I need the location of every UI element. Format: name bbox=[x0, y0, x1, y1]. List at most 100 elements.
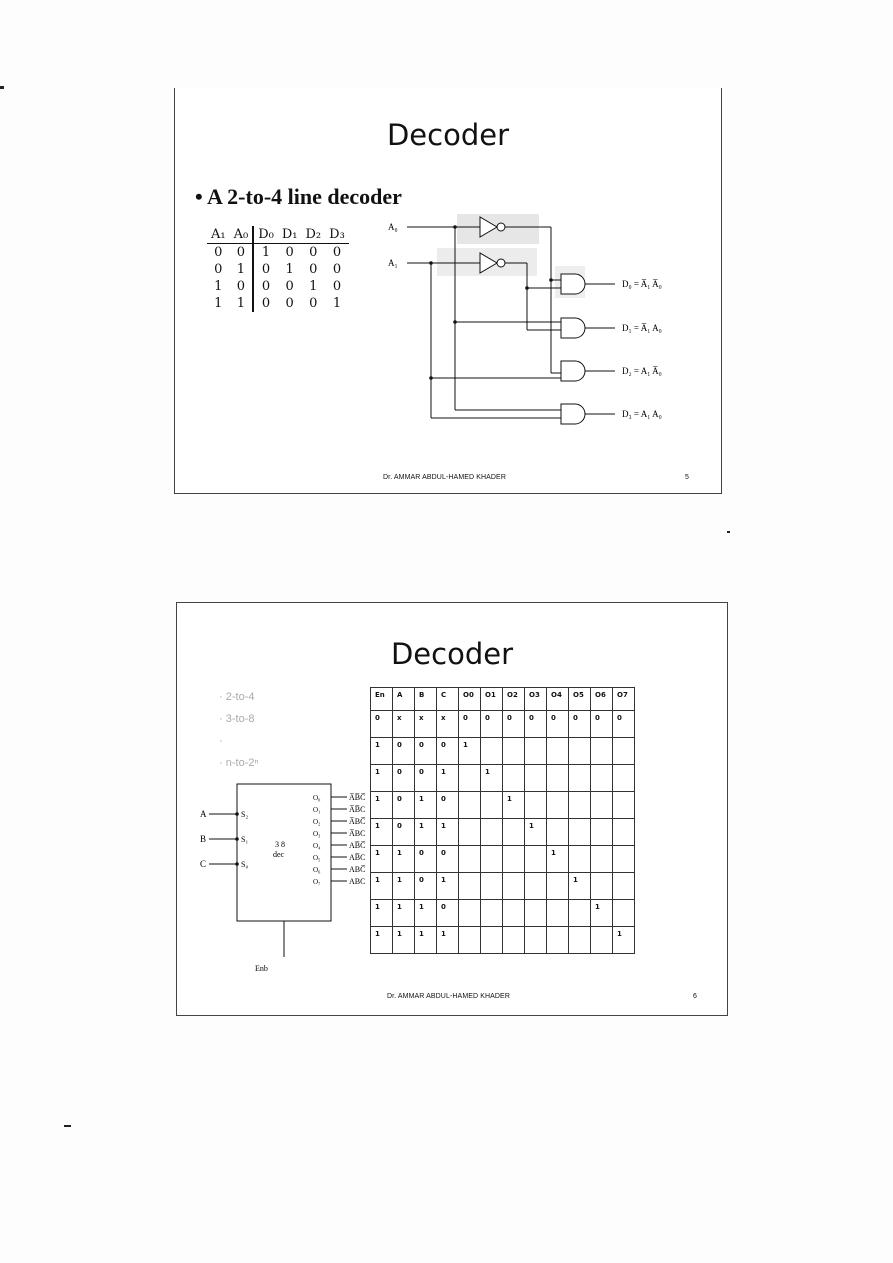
table-cell bbox=[612, 737, 635, 765]
output-label: O₁ bbox=[313, 806, 321, 814]
faded-item-text: n-to-2ⁿ bbox=[225, 757, 259, 769]
table-cell bbox=[502, 926, 525, 954]
table-cell bbox=[612, 872, 635, 900]
table-header-cell: C bbox=[436, 687, 459, 711]
table-header-cell: D₀ bbox=[253, 226, 278, 244]
table-cell: 1 bbox=[370, 737, 393, 765]
table-cell: 1 bbox=[370, 926, 393, 954]
table-cell: 1 bbox=[392, 872, 415, 900]
table-row: 0 0 1 0 0 0 bbox=[207, 243, 349, 261]
page-number: 6 bbox=[693, 993, 697, 1000]
scan-mark bbox=[64, 1125, 71, 1127]
output-d2-label: D₂ = A₁ A̅₀ bbox=[622, 366, 662, 376]
table-cell: 0 bbox=[546, 710, 569, 738]
table-header-cell: D₃ bbox=[325, 226, 349, 244]
table-cell: 0 bbox=[436, 737, 459, 765]
table-row: 1 0 0 0 1 0 bbox=[207, 278, 349, 295]
bullet-heading: • A 2-to-4 line decoder bbox=[195, 184, 402, 209]
table-cell bbox=[480, 926, 503, 954]
table-cell: 0 bbox=[414, 845, 437, 873]
table-cell bbox=[546, 818, 569, 846]
table-cell: 0 bbox=[285, 279, 294, 294]
select-s2-label: S₂ bbox=[241, 810, 248, 819]
table-cell: 1 bbox=[285, 262, 294, 277]
table-cell: 1 bbox=[214, 296, 223, 311]
table-cell: 1 bbox=[229, 295, 255, 312]
select-s1-label: S₁ bbox=[241, 835, 248, 844]
table-cell: x bbox=[392, 710, 415, 738]
output-label: O₃ bbox=[313, 830, 321, 838]
table-cell bbox=[458, 845, 481, 873]
scan-mark bbox=[0, 86, 4, 89]
table-cell: x bbox=[436, 710, 459, 738]
table-cell bbox=[590, 764, 613, 792]
table-cell: 1 bbox=[229, 261, 255, 278]
input-a1-label: A₁ bbox=[388, 258, 398, 268]
input-a-label: A bbox=[200, 809, 207, 819]
table-cell: 0 bbox=[436, 845, 459, 873]
table-cell bbox=[568, 845, 591, 873]
table-cell: 1 bbox=[436, 818, 459, 846]
table-cell bbox=[480, 791, 503, 819]
table-cell bbox=[590, 926, 613, 954]
table-cell: 1 bbox=[436, 764, 459, 792]
table-cell bbox=[480, 845, 503, 873]
table-cell bbox=[502, 845, 525, 873]
faded-item-text: 2-to-4 bbox=[225, 691, 255, 703]
table-cell: 0 bbox=[612, 710, 635, 738]
table-cell: 1 bbox=[612, 926, 635, 954]
table-cell bbox=[480, 899, 503, 927]
table-cell: 0 bbox=[332, 279, 342, 294]
table-row: 0 1 0 1 0 0 bbox=[207, 261, 349, 278]
slide-2to4-decoder: Decoder • A 2-to-4 line decoder A₁ A₀ D₀… bbox=[174, 88, 722, 494]
table-cell bbox=[480, 872, 503, 900]
table-cell bbox=[502, 818, 525, 846]
table-cell bbox=[568, 737, 591, 765]
table-cell: 0 bbox=[568, 710, 591, 738]
table-header-cell: D₂ bbox=[301, 226, 326, 244]
output-label: O₄ bbox=[313, 842, 321, 850]
table-cell bbox=[480, 737, 503, 765]
table-cell: 1 bbox=[392, 899, 415, 927]
table-cell bbox=[458, 899, 481, 927]
table-cell: 0 bbox=[214, 245, 223, 260]
table-cell: 1 bbox=[370, 791, 393, 819]
table-header-cell: O3 bbox=[524, 687, 547, 711]
output-label: O₇ bbox=[313, 878, 321, 886]
table-cell bbox=[590, 791, 613, 819]
minterm-label: A̅B̅C bbox=[349, 805, 366, 814]
table-cell bbox=[524, 845, 547, 873]
table-cell: 1 bbox=[370, 899, 393, 927]
table-cell bbox=[502, 737, 525, 765]
scan-mark bbox=[727, 531, 730, 533]
output-label: O₆ bbox=[313, 866, 321, 874]
table-cell bbox=[568, 791, 591, 819]
table-cell: 1 bbox=[332, 296, 342, 311]
table-cell bbox=[546, 791, 569, 819]
table-cell: 0 bbox=[370, 710, 393, 738]
decoder-circuit: A₀ A₁ D₀ = A̅₁ A̅₀ D₁ = A̅₁ A₀ D₂ = A₁ A… bbox=[388, 214, 662, 425]
table-cell: 1 bbox=[546, 845, 569, 873]
decoder-name-label: dec bbox=[273, 850, 285, 859]
table-cell: 0 bbox=[436, 791, 459, 819]
minterm-label: AB̅C̅ bbox=[349, 841, 366, 850]
table-cell: 1 bbox=[480, 764, 503, 792]
table-cell: 1 bbox=[414, 899, 437, 927]
table-cell bbox=[546, 764, 569, 792]
table-cell: 0 bbox=[392, 818, 415, 846]
table-cell bbox=[590, 872, 613, 900]
table-cell: 1 bbox=[261, 245, 271, 260]
table-cell bbox=[612, 791, 635, 819]
table-cell bbox=[568, 818, 591, 846]
slide-3to8-decoder: Decoder · 2-to-4 · 3-to-8 · · n-to-2ⁿ A … bbox=[176, 602, 728, 1016]
table-cell bbox=[568, 764, 591, 792]
table-cell: 0 bbox=[261, 262, 271, 277]
table-cell: 0 bbox=[502, 710, 525, 738]
table-cell: 1 bbox=[568, 872, 591, 900]
enable-label: Enb bbox=[255, 964, 268, 973]
table-cell bbox=[568, 899, 591, 927]
table-cell: 0 bbox=[309, 262, 318, 277]
table-cell: 0 bbox=[214, 262, 223, 277]
